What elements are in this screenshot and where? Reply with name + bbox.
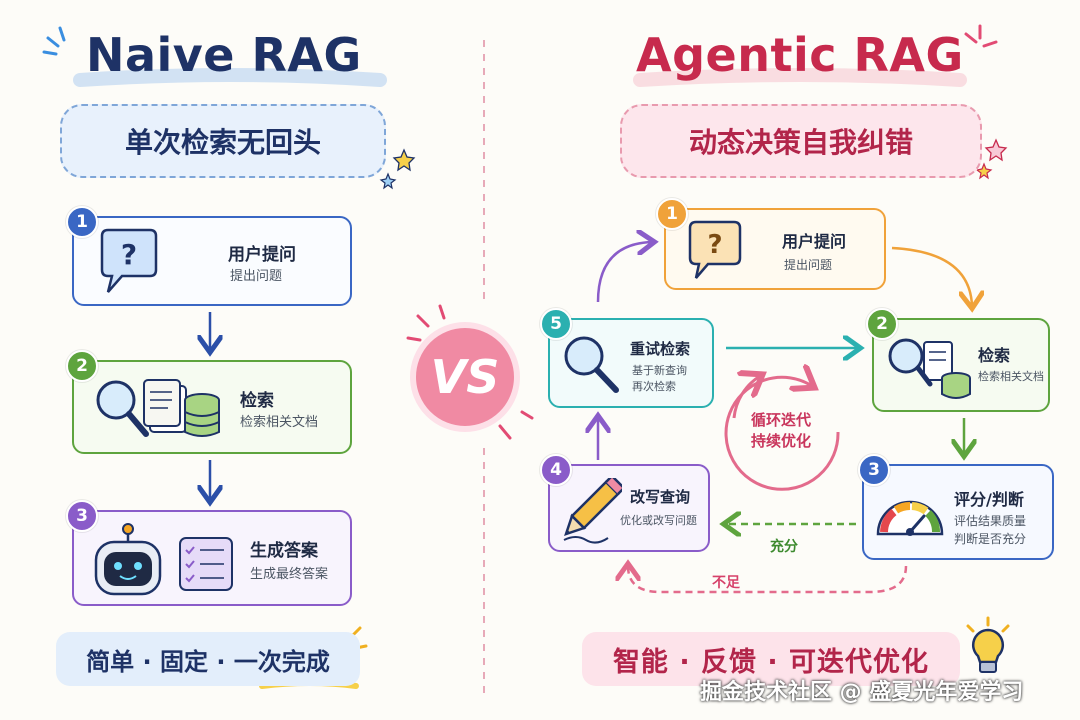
loop-label-line-1: 循环迭代 [750,411,811,429]
question-bubble-icon: ? [688,220,742,279]
right-step-evaluate-card: 评分/判断 评估结果质量 判断是否充分 [862,464,1054,560]
right-step-1-sub: 提出问题 [784,258,833,272]
svg-text:?: ? [121,238,137,271]
lightbulb-icon [966,616,1010,673]
right-step-rewrite-card: 改写查询 优化或改写问题 [548,464,710,552]
left-step-generate-card: 生成答案 生成最终答案 [72,510,352,606]
search-documents-icon [96,379,220,437]
left-step-2-title: 检索 [240,391,274,411]
right-step-3-title: 评分/判断 [954,490,1024,509]
left-step-3-title: 生成答案 [250,541,318,561]
pencil-icon [563,478,622,544]
right-step-1-badge: 1 [656,198,688,230]
svg-text:?: ? [707,230,722,260]
right-step-4-sub: 优化或改写问题 [620,514,697,527]
right-step-3-sub-2: 判断是否充分 [954,532,1027,546]
right-step-2-sub: 检索相关文档 [978,370,1044,383]
search-documents-icon [888,338,971,399]
robot-checklist-icon [94,523,233,596]
right-title: Agentic RAG [636,28,964,82]
right-step-5-title: 重试检索 [630,340,691,358]
loop-label: 循环迭代 持续优化 [740,410,822,452]
right-step-5-sub-1: 基于新查询 [632,364,687,377]
left-step-1-badge: 1 [66,206,98,238]
loop-label-line-2: 持续优化 [750,432,811,450]
left-step-ask-card: ? 用户提问 提出问题 [72,216,352,306]
edge-label-insufficient: 不足 [712,575,740,591]
left-footer-banner: 简单 · 固定 · 一次完成 [56,632,360,686]
left-step-2-badge: 2 [66,350,98,382]
gauge-icon [876,500,944,536]
right-step-5-badge: 5 [540,308,572,340]
magnifier-icon [564,336,619,393]
left-step-retrieve-card: 检索 检索相关文档 [72,360,352,454]
right-step-1-title: 用户提问 [782,232,847,251]
right-step-3-badge: 3 [858,454,890,486]
right-step-4-badge: 4 [540,454,572,486]
right-step-3-sub-1: 评估结果质量 [954,514,1027,528]
left-step-1-title: 用户提问 [228,245,296,265]
right-step-ask-card: ? 用户提问 提出问题 [664,208,886,290]
right-step-retry-card: 重试检索 基于新查询 再次检索 [548,318,714,408]
right-step-2-title: 检索 [978,346,1011,365]
left-step-3-sub: 生成最终答案 [250,567,329,582]
right-step-retrieve-card: 检索 检索相关文档 [872,318,1050,412]
right-step-5-sub-2: 再次检索 [632,380,676,393]
edge-label-sufficient: 充分 [770,539,798,555]
left-subtitle: 单次检索无回头 [60,104,386,178]
right-step-4-title: 改写查询 [630,488,691,506]
left-step-1-sub: 提出问题 [230,269,283,284]
right-footer-banner: 智能 · 反馈 · 可迭代优化 [582,632,960,686]
question-bubble-icon: ? [100,228,158,293]
left-step-3-badge: 3 [66,500,98,532]
left-title: Naive RAG [86,28,362,82]
vs-badge: VS [410,322,520,432]
right-step-2-badge: 2 [866,308,898,340]
watermark: 掘金技术社区 @ 盛夏光年爱学习 [700,680,1024,705]
left-step-2-sub: 检索相关文档 [240,415,319,430]
right-subtitle: 动态决策自我纠错 [620,104,982,178]
